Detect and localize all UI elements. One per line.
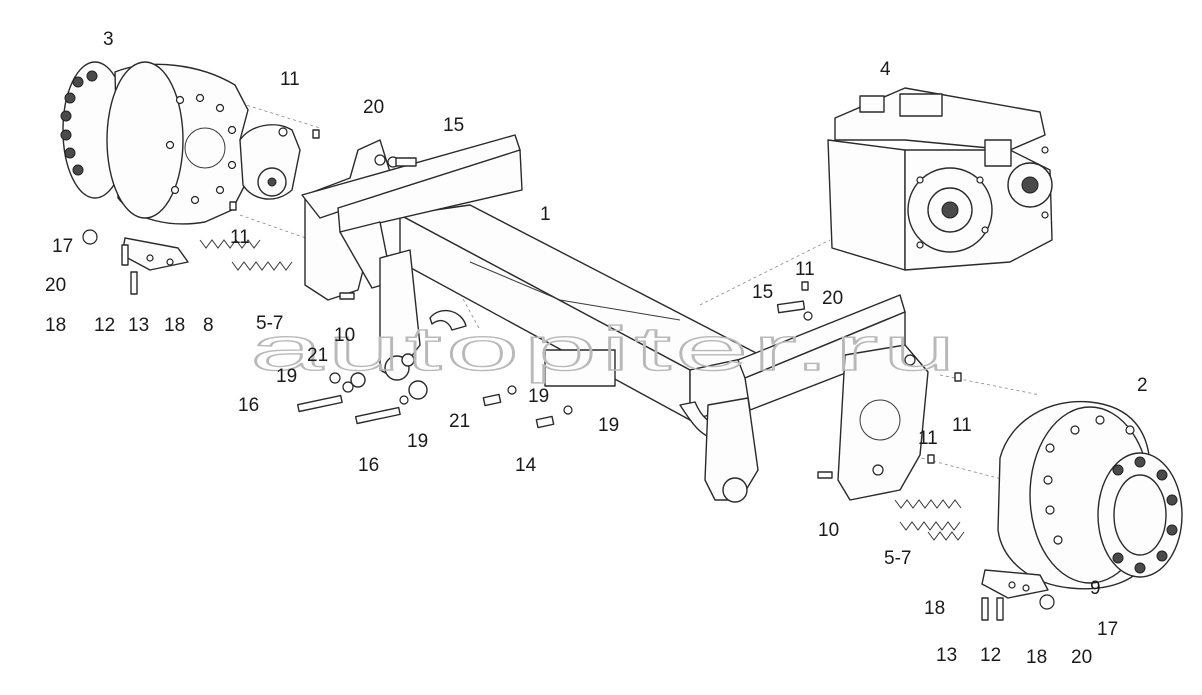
callout-14: 14	[515, 455, 537, 476]
shims-right	[894, 499, 965, 541]
callout-19: 19	[276, 366, 297, 387]
callout-3: 3	[103, 29, 114, 50]
left-hub-flange-holes	[165, 93, 237, 205]
callout-11: 11	[280, 69, 300, 90]
callout-8: 8	[203, 315, 214, 336]
callout-21: 21	[449, 411, 470, 432]
callout-13: 13	[936, 645, 957, 666]
callout-18: 18	[45, 315, 66, 336]
callout-11: 11	[918, 428, 938, 449]
callout-12: 12	[980, 645, 1001, 666]
callout-11: 11	[952, 415, 972, 436]
callout-19: 19	[598, 415, 619, 436]
callout-16: 16	[238, 395, 259, 416]
right-hub-bolts	[1043, 415, 1135, 545]
callout-17: 17	[52, 236, 73, 257]
callout-1: 1	[540, 204, 551, 225]
callout-19: 19	[528, 386, 549, 407]
callout-2: 2	[1137, 375, 1148, 396]
callout-4: 4	[880, 59, 891, 80]
callout-15: 15	[443, 115, 464, 136]
right-hub-studs	[1112, 456, 1178, 574]
gearbox-bolts	[916, 146, 1049, 249]
callout-11: 11	[795, 259, 815, 280]
callout-20: 20	[1071, 647, 1092, 668]
callout-10: 10	[818, 520, 839, 541]
callout-16: 16	[358, 455, 379, 476]
watermark: autopiter.ru	[250, 315, 960, 384]
callout-20: 20	[822, 288, 843, 309]
callout-18: 18	[924, 598, 945, 619]
shims-left	[199, 239, 293, 271]
callout-17: 17	[1097, 619, 1118, 640]
left-hub-reducer	[60, 61, 301, 225]
callout-10: 10	[334, 325, 355, 346]
center-gearbox	[827, 87, 1053, 271]
left-bracket	[301, 134, 523, 381]
callout-19: 19	[407, 431, 428, 452]
fasteners	[82, 129, 1055, 621]
callout-11: 11	[230, 227, 250, 248]
clamp-8	[121, 237, 189, 271]
callout-5-7: 5-7	[256, 313, 283, 334]
callout-20: 20	[363, 97, 384, 118]
callout-18: 18	[1026, 647, 1047, 668]
callout-12: 12	[94, 315, 115, 336]
callout-13: 13	[128, 315, 149, 336]
callout-15: 15	[752, 282, 773, 303]
callout-labels: 3 11 20 15 4 1 17 11 20 18 12 13 18 8 5-…	[45, 29, 1148, 668]
callout-18: 18	[164, 315, 185, 336]
callout-21: 21	[307, 345, 328, 366]
callout-20: 20	[45, 275, 66, 296]
right-bracket	[704, 294, 929, 503]
callout-5-7: 5-7	[884, 548, 911, 569]
left-hub-studs	[60, 70, 98, 176]
callout-9: 9	[1090, 578, 1101, 599]
right-hub-reducer	[997, 400, 1183, 590]
clamp-9	[981, 569, 1049, 599]
